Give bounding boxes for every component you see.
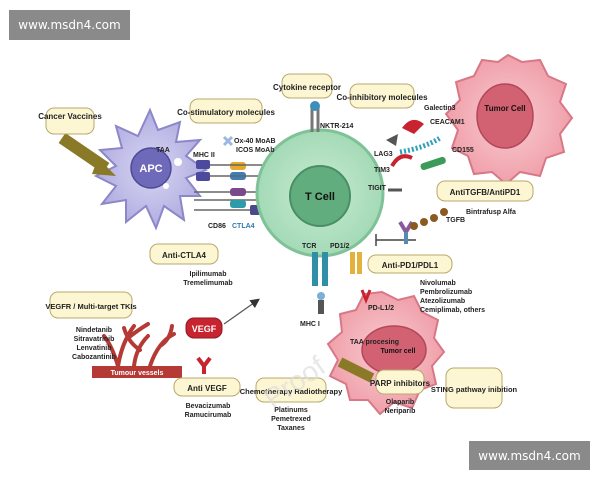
svg-text:Nivolumab: Nivolumab xyxy=(420,280,456,287)
box-anti-vegf: Anti VEGF xyxy=(173,377,241,397)
watermark-bottom-right: www.msdn4.com xyxy=(469,441,590,470)
svg-text:Chemotherapy Radiotherapy: Chemotherapy Radiotherapy xyxy=(240,387,343,396)
drugs-pd1-list: Nivolumab Pembrolizumab Atezolizumab Cem… xyxy=(420,280,485,314)
t-cell-label: T Cell xyxy=(305,191,335,203)
svg-text:Pemetrexed: Pemetrexed xyxy=(271,416,311,423)
label-mhc1: MHC I xyxy=(300,321,320,328)
svg-text:Anti-CTLA4: Anti-CTLA4 xyxy=(162,251,207,260)
anti-pd1-antibody xyxy=(398,220,414,244)
label-tcr: TCR xyxy=(302,243,316,250)
drugs-ctla4-list: Ipilimumab Tremelimumab xyxy=(183,271,232,287)
svg-text:Atezolizumab: Atezolizumab xyxy=(420,298,465,305)
label-lag3: LAG3 xyxy=(374,151,393,158)
box-cancer-vaccines: Cancer Vaccines xyxy=(38,107,102,135)
svg-text:Ramucirumab: Ramucirumab xyxy=(185,412,232,419)
label-galectin: Galectin3 xyxy=(424,105,456,112)
t-cell: T Cell xyxy=(255,128,385,258)
tumor-cell-top: Tumor Cell xyxy=(444,53,574,186)
box-anti-ctla4: Anti-CTLA4 xyxy=(149,243,219,265)
label-taa: TAA xyxy=(156,147,170,154)
label-tigit: TIGIT xyxy=(368,185,387,192)
tcr-receptor xyxy=(312,252,328,286)
svg-text:VEGFR / Multi-target TKIs: VEGFR / Multi-target TKIs xyxy=(45,302,136,311)
svg-text:VEGF: VEGF xyxy=(192,324,217,334)
svg-text:Cytokine receptor: Cytokine receptor xyxy=(273,83,341,92)
tumor-cell-bottom-label: Tumor cell xyxy=(381,348,416,355)
label-ctla4: CTLA4 xyxy=(232,223,255,230)
apc-cell: APC xyxy=(93,107,209,231)
label-tim3: TIM3 xyxy=(374,167,390,174)
box-anti-tgfb: AntiTGFB/AntiPD1 xyxy=(436,180,534,202)
svg-text:STING pathway inibition: STING pathway inibition xyxy=(431,385,518,394)
svg-text:AntiTGFB/AntiPD1: AntiTGFB/AntiPD1 xyxy=(450,188,521,197)
drugs-tki-list: Nindetanib Sitravatrinib Lenvatinib Cabo… xyxy=(72,327,116,361)
tumor-cell-top-label: Tumor Cell xyxy=(484,104,525,113)
svg-text:Taxanes: Taxanes xyxy=(277,425,305,432)
svg-text:Co-stimulatory molecules: Co-stimulatory molecules xyxy=(177,108,275,117)
tumour-vessels: Tumour vessels xyxy=(92,322,182,378)
svg-text:Anti-PD1/PDL1: Anti-PD1/PDL1 xyxy=(382,261,439,270)
box-vegf: VEGF xyxy=(185,317,223,339)
label-bintrafusp: Bintrafusp Alfa xyxy=(466,209,516,216)
svg-text:Cemiplimab, others: Cemiplimab, others xyxy=(420,307,485,314)
label-ceacam: CEACAM1 xyxy=(430,119,465,126)
svg-text:Neriparib: Neriparib xyxy=(385,408,416,415)
apc-label: APC xyxy=(139,163,162,175)
drugs-vegf-list: Bevacizumab Ramucirumab xyxy=(185,403,232,419)
label-icos: ICOS MoAb xyxy=(236,147,275,154)
svg-text:Lenvatinib: Lenvatinib xyxy=(76,345,111,352)
label-cd86: CD86 xyxy=(208,223,226,230)
box-vegfr: VEGFR / Multi-target TKIs xyxy=(45,291,137,319)
label-ox40: Ox-40 MoAB xyxy=(234,138,276,145)
pd1-receptor xyxy=(350,252,362,274)
drugs-parp-list: Olaparib Neriparib xyxy=(385,399,416,415)
cytokine-receptor-icon xyxy=(310,101,320,132)
svg-text:Tremelimumab: Tremelimumab xyxy=(183,280,232,287)
svg-text:Cancer Vaccines: Cancer Vaccines xyxy=(38,112,102,121)
svg-text:Co-inhibitory molecules: Co-inhibitory molecules xyxy=(336,93,428,102)
tumour-vessels-label: Tumour vessels xyxy=(111,370,164,377)
co-inhibitory-molecules xyxy=(386,119,446,192)
box-anti-pd1: Anti-PD1/PDL1 xyxy=(367,254,453,274)
mhc1-molecule xyxy=(317,289,372,314)
label-taa-processing: TAA procesing xyxy=(350,339,399,346)
svg-text:Cabozantinib: Cabozantinib xyxy=(72,354,116,361)
svg-text:Pembrolizumab: Pembrolizumab xyxy=(420,289,472,296)
box-parp: PARP inhibitors xyxy=(370,369,431,395)
label-pd12: PD1/2 xyxy=(330,243,350,250)
svg-text:Bevacizumab: Bevacizumab xyxy=(186,403,231,410)
svg-text:Anti VEGF: Anti VEGF xyxy=(187,384,227,393)
svg-text:Olaparib: Olaparib xyxy=(386,399,414,406)
box-chemo: Chemotherapy Radiotherapy xyxy=(240,377,343,403)
label-tgfb: TGFB xyxy=(446,217,465,224)
svg-text:Ipilimumab: Ipilimumab xyxy=(190,271,227,278)
box-co-inhibitory: Co-inhibitory molecules xyxy=(336,83,428,109)
svg-text:Sitravatrinib: Sitravatrinib xyxy=(74,336,115,343)
label-cd155: CD155 xyxy=(452,147,474,154)
drugs-chemo-list: Platinums Pemetrexed Taxanes xyxy=(271,407,311,432)
watermark-top-left: www.msdn4.com xyxy=(9,10,130,40)
box-cytokine-receptor: Cytokine receptor xyxy=(273,73,341,99)
label-pdl12: PD-L1/2 xyxy=(368,305,394,312)
tgfb-molecules xyxy=(410,208,448,230)
vegf-antibody xyxy=(196,356,212,374)
label-nktr: NKTR-214 xyxy=(320,123,354,130)
box-co-stimulatory: Co-stimulatory molecules xyxy=(177,98,275,124)
watermark-diagonal: Proof xyxy=(258,350,331,414)
label-mhc2: MHC II xyxy=(193,152,215,159)
svg-text:PARP inhibitors: PARP inhibitors xyxy=(370,379,431,388)
svg-text:Nindetanib: Nindetanib xyxy=(76,327,112,334)
svg-text:Platinums: Platinums xyxy=(274,407,308,414)
box-sting: STING pathway inibition xyxy=(431,367,518,409)
